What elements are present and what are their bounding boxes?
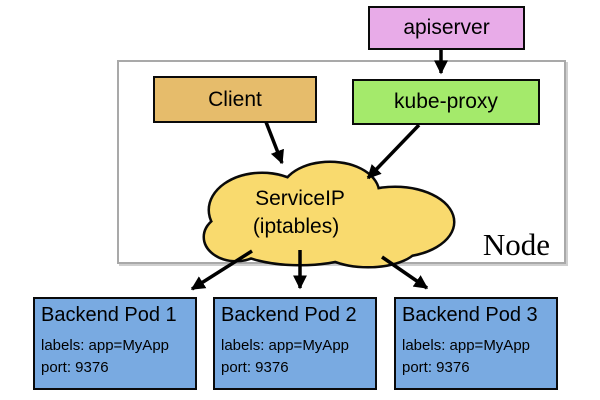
pod-port: port: 9376: [221, 359, 289, 376]
iptables-label: (iptables): [252, 215, 340, 238]
apiserver-label: apiserver: [403, 16, 490, 40]
pod-labels: labels: app=MyApp: [402, 337, 530, 354]
kube-proxy-label: kube-proxy: [394, 90, 498, 114]
pod-title: Backend Pod 3: [402, 304, 538, 326]
pod-labels: labels: app=MyApp: [41, 337, 169, 354]
pod-port: port: 9376: [402, 359, 470, 376]
client-label: Client: [208, 87, 262, 111]
backend-pod-2: Backend Pod 2 labels: app=MyApp port: 93…: [213, 297, 377, 390]
kube-proxy-box: kube-proxy: [352, 79, 540, 125]
apiserver-box: apiserver: [368, 6, 525, 50]
serviceip-label: ServiceIP: [255, 187, 345, 210]
pod-title: Backend Pod 1: [41, 304, 177, 326]
node-label: Node: [482, 227, 550, 262]
pod-title: Backend Pod 2: [221, 304, 357, 326]
client-box: Client: [153, 76, 317, 123]
backend-pod-3: Backend Pod 3 labels: app=MyApp port: 93…: [394, 297, 558, 390]
pod-labels: labels: app=MyApp: [221, 337, 349, 354]
backend-pod-1: Backend Pod 1 labels: app=MyApp port: 93…: [33, 297, 197, 390]
pod-port: port: 9376: [41, 359, 109, 376]
